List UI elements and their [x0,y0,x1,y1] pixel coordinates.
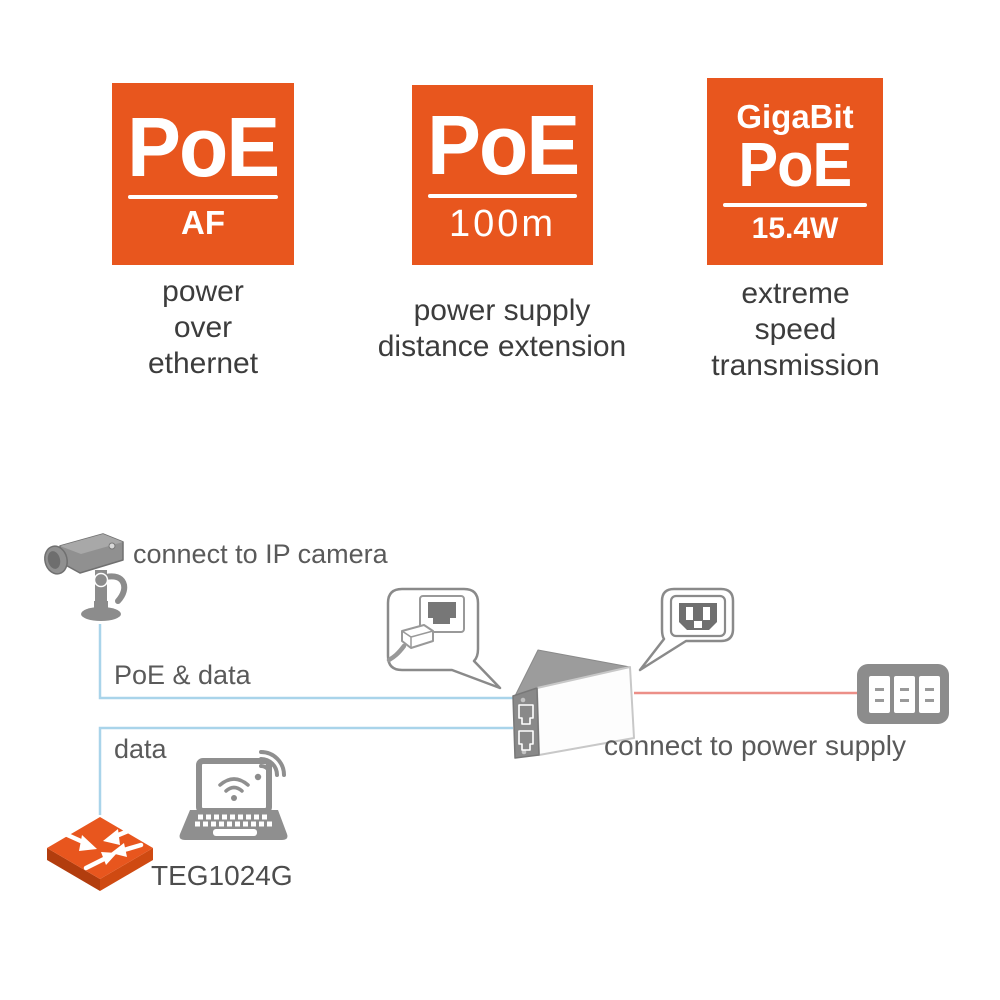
badge-subtitle: 15.4W [751,212,839,246]
switch-model-label: TEG1024G [151,860,293,891]
badge-subtitle: AF [181,204,225,242]
badge-title: PoE [738,131,853,201]
badge-subtitle: 100m [448,202,557,245]
network-switch-icon [47,817,153,891]
badge-caption-poe-100m: power supply distance extension [377,294,627,363]
wifi-signal-icon [254,750,286,781]
power-inlet-icon [638,587,735,672]
poe-data-line [98,624,513,700]
wifi-screen-icon [218,777,250,801]
badge-caption-gigabit: extreme speed transmission [711,277,880,382]
badge-title: PoE [127,99,280,194]
power-strip-icon [857,664,949,724]
cctv-camera-icon [44,533,128,621]
camera-label: connect to IP camera [133,539,388,569]
badge-poe-af: PoE AF [112,83,294,265]
badge-title: PoE [426,98,580,193]
badge-divider [428,193,577,198]
laptop-wifi-icon [179,750,288,840]
badge-poe-100m: PoE 100m [412,85,593,265]
poe-data-label: PoE & data [114,660,251,690]
badge-divider [128,195,278,200]
badge-gigabit-poe: GigaBit PoE 15.4W [707,78,883,265]
badge-caption-poe-af: power over ethernet [147,275,259,380]
badge-title-top: GigaBit [736,97,854,135]
data-label: data [114,734,167,764]
power-supply-label: connect to power supply [604,730,906,761]
badge-divider [722,203,868,208]
ethernet-connector-icon [386,587,502,690]
poe-injector-device [512,649,635,759]
data-line [98,726,513,815]
